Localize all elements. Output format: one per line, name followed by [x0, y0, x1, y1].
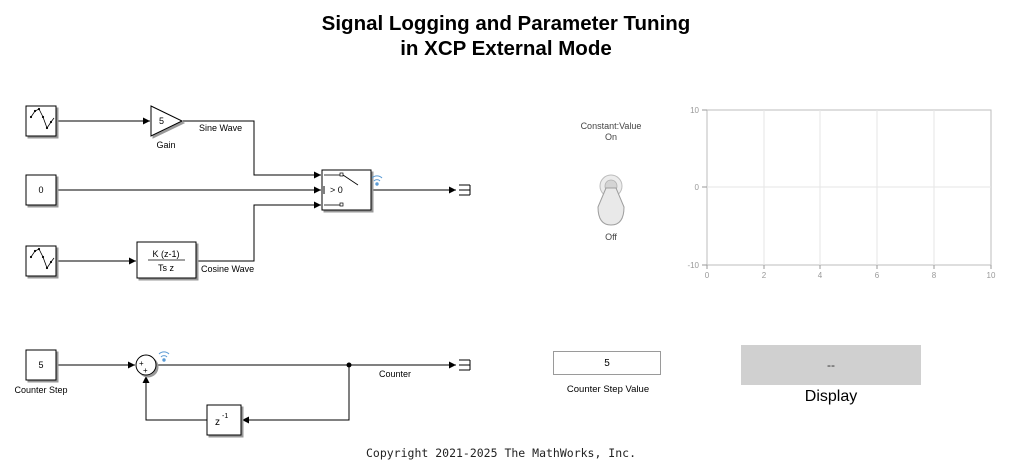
counter-step-label: Counter Step	[14, 385, 67, 395]
discrete-derivative-block[interactable]: K (z-1) Ts z	[136, 241, 197, 279]
unit-delay-exponent: -1	[222, 413, 228, 420]
sine-wave-block-1[interactable]	[25, 105, 57, 137]
counter-step-edit-label: Counter Step Value	[567, 384, 649, 395]
sine-wave-signal-label: Sine Wave	[199, 123, 242, 133]
model-title-line1: Signal Logging and Parameter Tuning	[321, 12, 691, 35]
scope-y-tick-mid: 0	[695, 183, 700, 192]
cosine-wave-signal-label: Cosine Wave	[201, 264, 254, 274]
switch-criteria: > 0	[330, 185, 343, 195]
counter-step-edit-field[interactable]: 5	[553, 351, 661, 375]
scope-x-tick-4: 8	[932, 271, 937, 280]
signal-line-sine-wave	[183, 120, 321, 179]
branch-point	[346, 362, 352, 368]
toggle-parameter-label: Constant:Value	[581, 121, 642, 131]
gain-label: Gain	[156, 140, 175, 150]
sine-wave-block-2[interactable]	[25, 245, 57, 277]
outport-1[interactable]	[459, 184, 471, 196]
scope-x-tick-0: 0	[705, 271, 710, 280]
sum-sign-2: +	[143, 366, 148, 375]
display-label: Display	[804, 388, 858, 405]
scope-x-tick-3: 6	[875, 271, 880, 280]
unit-delay-block[interactable]: z -1	[206, 404, 242, 436]
sum-block[interactable]: + +	[135, 354, 157, 376]
unit-delay-base: z	[215, 417, 220, 428]
discrete-numerator: K (z-1)	[153, 249, 180, 259]
gain-value: 5	[159, 116, 164, 126]
model-title-line2: in XCP External Mode	[400, 37, 612, 60]
toggle-on-label: On	[605, 132, 617, 142]
constant-zero-value: 0	[38, 185, 43, 195]
scope-x-tick-5: 10	[987, 271, 996, 280]
scope-x-tick-2: 4	[818, 271, 823, 280]
display-block[interactable]: --	[741, 345, 921, 385]
constant-zero-block[interactable]: 0	[25, 174, 57, 206]
signal-logging-badge-sum-icon	[158, 351, 170, 362]
switch-block[interactable]: > 0	[321, 169, 372, 211]
gain-block[interactable]: 5	[150, 105, 184, 137]
scope-y-tick-top: 10	[690, 106, 699, 115]
scope-ticks	[702, 109, 992, 269]
scope-y-tick-bottom: -10	[687, 261, 699, 270]
sum-sign-1: +	[139, 359, 144, 368]
discrete-denominator: Ts z	[158, 263, 175, 273]
counter-step-value: 5	[38, 360, 43, 370]
toggle-off-label: Off	[605, 232, 617, 242]
counter-step-block[interactable]: 5	[25, 349, 57, 381]
scope-grid	[707, 110, 991, 265]
signal-logging-badge-switch-icon	[371, 175, 383, 186]
signal-line-feedback-to-delay	[242, 365, 350, 424]
counter-signal-label: Counter	[379, 369, 411, 379]
toggle-switch[interactable]	[597, 174, 625, 226]
copyright-notice: Copyright 2021-2025 The MathWorks, Inc.	[365, 446, 637, 460]
signal-line-cosine-wave	[197, 201, 321, 262]
signal-lines	[56, 117, 456, 424]
scope-dashboard[interactable]: 10 0 -10 0 2 4 6 8 10	[687, 106, 996, 280]
outport-2[interactable]	[459, 359, 471, 371]
signal-line-delay-to-sum	[142, 376, 207, 421]
scope-x-tick-1: 2	[762, 271, 767, 280]
